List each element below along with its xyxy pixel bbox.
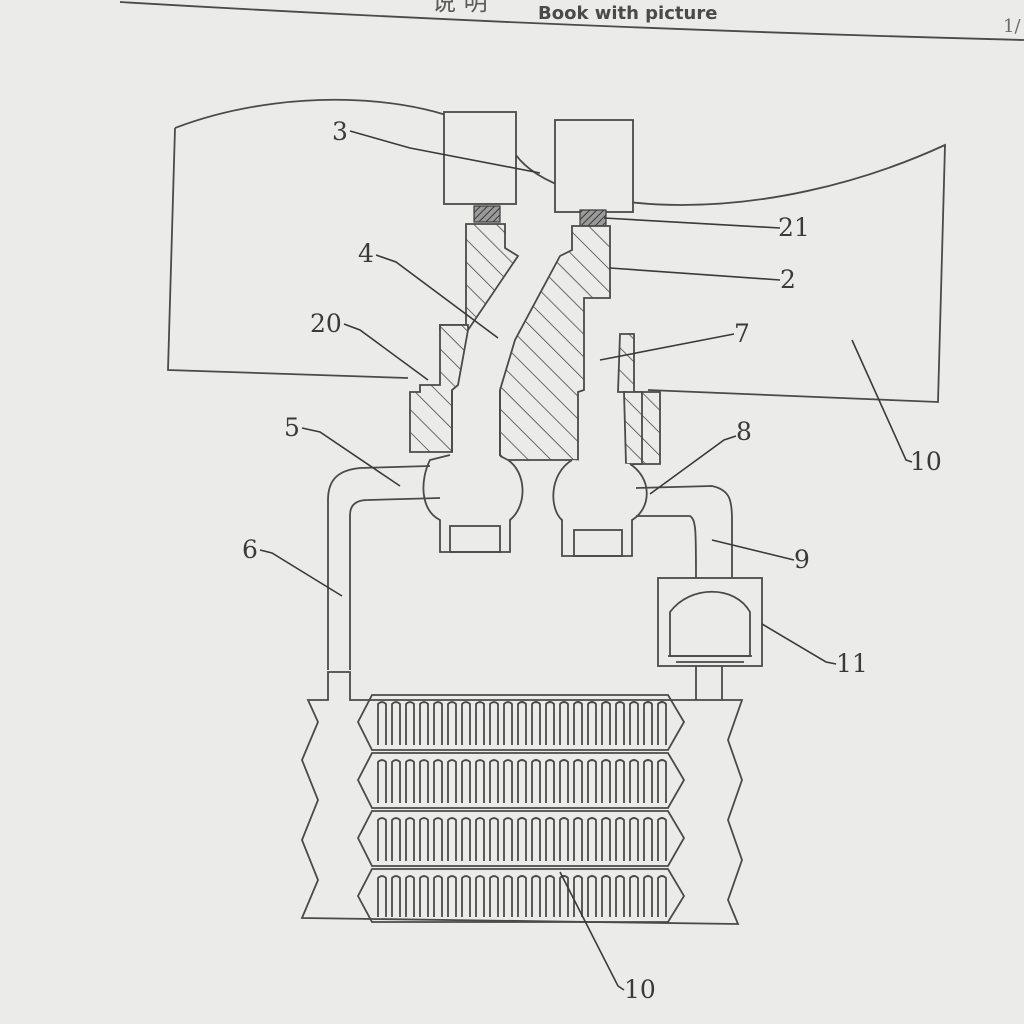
header-glyphs: 说 明 xyxy=(432,0,488,16)
fin-row-1 xyxy=(356,694,686,751)
callout-3: 3 xyxy=(332,117,348,146)
callout-20: 20 xyxy=(310,309,342,338)
seal-right xyxy=(579,209,607,227)
leader-20 xyxy=(343,323,429,381)
fin-pattern xyxy=(378,702,672,917)
leader-4 xyxy=(375,254,499,339)
callout-5: 5 xyxy=(284,413,300,442)
fin-rows xyxy=(356,694,686,923)
callout-8: 8 xyxy=(736,417,752,446)
pump-dome xyxy=(669,591,751,657)
pipe-6 xyxy=(327,465,441,670)
leader-3 xyxy=(349,130,541,174)
fin-row-4 xyxy=(356,868,686,923)
fin-serpentine-2 xyxy=(378,760,672,803)
callout-9: 9 xyxy=(794,545,810,574)
nozzle-left-cap xyxy=(449,525,501,553)
hatched-body-left xyxy=(439,223,520,331)
callout-10-top: 10 xyxy=(910,447,942,476)
nozzle-left xyxy=(422,454,524,553)
leader-21 xyxy=(603,217,781,229)
leader-9 xyxy=(711,539,795,561)
page-number: 1/ xyxy=(1003,16,1021,37)
callout-2: 2 xyxy=(780,265,796,294)
top-block-left xyxy=(443,111,517,205)
fin-serpentine-1 xyxy=(378,702,672,745)
hatched-flange-left xyxy=(409,324,469,453)
pump-base xyxy=(668,655,752,663)
leader-11 xyxy=(761,623,837,665)
fin-serpentine-4 xyxy=(378,876,672,917)
leader-10-top xyxy=(851,339,913,463)
heat-exchanger-housing xyxy=(300,671,744,925)
channel-4 xyxy=(451,390,501,460)
fin-row-2 xyxy=(356,752,686,809)
leader-lines xyxy=(259,130,913,991)
callout-21: 21 xyxy=(778,213,810,242)
hatched-flange-inner xyxy=(623,391,643,465)
leader-8 xyxy=(649,435,737,495)
header-rule xyxy=(119,1,1024,41)
callout-6: 6 xyxy=(242,535,258,564)
nozzle-right xyxy=(552,459,648,557)
pump-outlet xyxy=(695,666,723,700)
leader-6 xyxy=(259,549,343,597)
callout-11: 11 xyxy=(836,649,868,678)
hatched-body-main xyxy=(499,225,611,461)
upper-housing xyxy=(167,98,946,403)
callout-7: 7 xyxy=(734,319,750,348)
seal-left xyxy=(473,205,501,223)
callout-10-bottom: 10 xyxy=(624,975,656,1004)
pipe-9 xyxy=(635,485,733,579)
fin-serpentine-3 xyxy=(378,818,672,861)
leader-10-bottom xyxy=(559,871,625,991)
leader-7 xyxy=(599,333,735,361)
fin-row-3 xyxy=(356,810,686,867)
nozzle-right-cap xyxy=(573,529,623,557)
callout-labels: 3 21 4 2 20 7 10 5 8 9 6 11 10 xyxy=(242,117,942,1004)
top-block-right xyxy=(554,119,634,213)
leader-5 xyxy=(301,427,401,487)
header-caption: Book with picture xyxy=(538,3,717,24)
callout-4: 4 xyxy=(358,239,374,268)
leader-2 xyxy=(609,267,781,281)
